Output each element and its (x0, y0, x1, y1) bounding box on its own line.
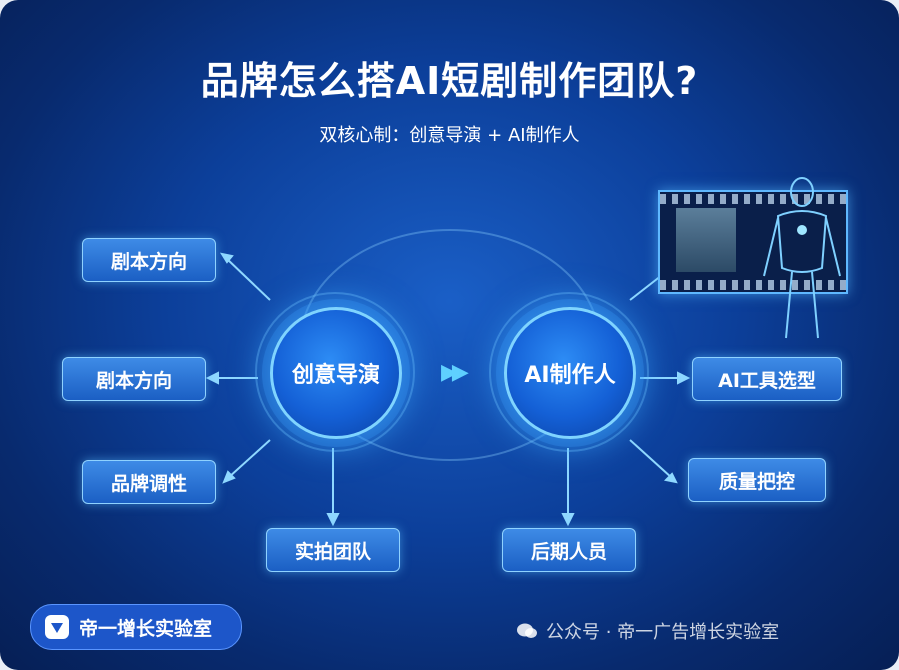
brand-badge-label: 帝一增长实验室 (79, 617, 213, 640)
page-title: 品牌怎么搭AI短剧制作团队? (200, 59, 699, 103)
core-ring-left (255, 292, 415, 452)
box-brand-tone: 品牌调性 (82, 460, 216, 504)
box-live-shooting-team: 实拍团队 (266, 528, 400, 572)
lab-logo-icon (45, 615, 69, 639)
page-subtitle: 双核心制：创意导演 + AI制作人 (319, 125, 580, 146)
core-ring-right (489, 292, 649, 452)
wechat-icon (517, 623, 537, 638)
double-arrow-icon: ▶▶ (441, 360, 469, 385)
watermark-text: 公众号 · 帝一广告增长实验室 (546, 622, 780, 643)
brand-badge: 帝一增长实验室 (30, 604, 242, 650)
box-post-production: 后期人员 (502, 528, 636, 572)
box-script-direction-1: 剧本方向 (82, 238, 216, 282)
box-quality-control: 质量把控 (688, 458, 826, 502)
box-script-direction-2: 剧本方向 (62, 357, 206, 401)
video-screen-icon (658, 190, 848, 294)
core-node-creative-director: 创意导演 (270, 307, 402, 439)
robot-figure-icon (763, 177, 841, 339)
core-node-ai-producer: AI制作人 (504, 307, 636, 439)
watermark: 公众号 · 帝一广告增长实验室 (516, 618, 779, 644)
box-ai-tool-selection: AI工具选型 (692, 357, 842, 401)
